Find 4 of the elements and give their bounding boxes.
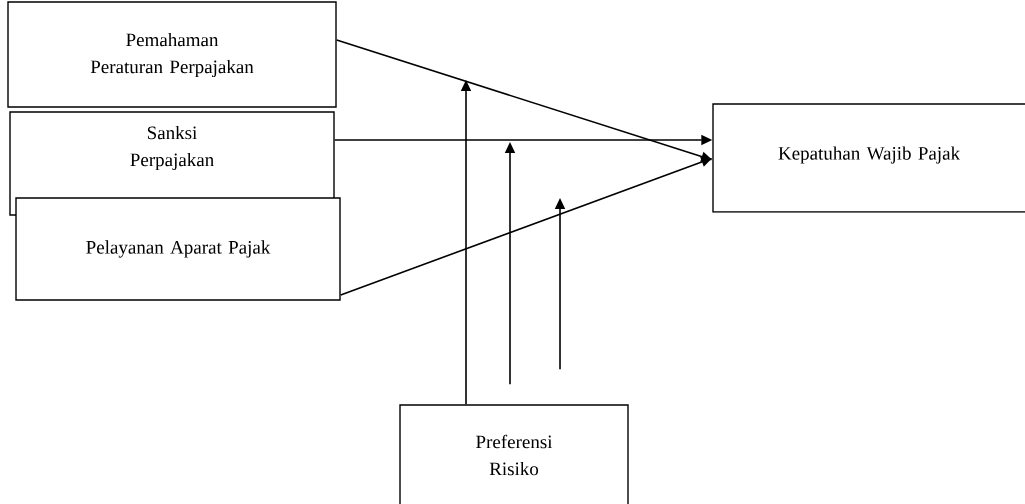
text-box: Pelayanan Aparat Pajak [15, 197, 341, 301]
text-box: Kepatuhan Wajib Pajak [712, 103, 1025, 213]
text-box: Pemahaman Peraturan Perpajakan [7, 1, 337, 108]
text-box: Preferensi Risiko [399, 404, 629, 504]
